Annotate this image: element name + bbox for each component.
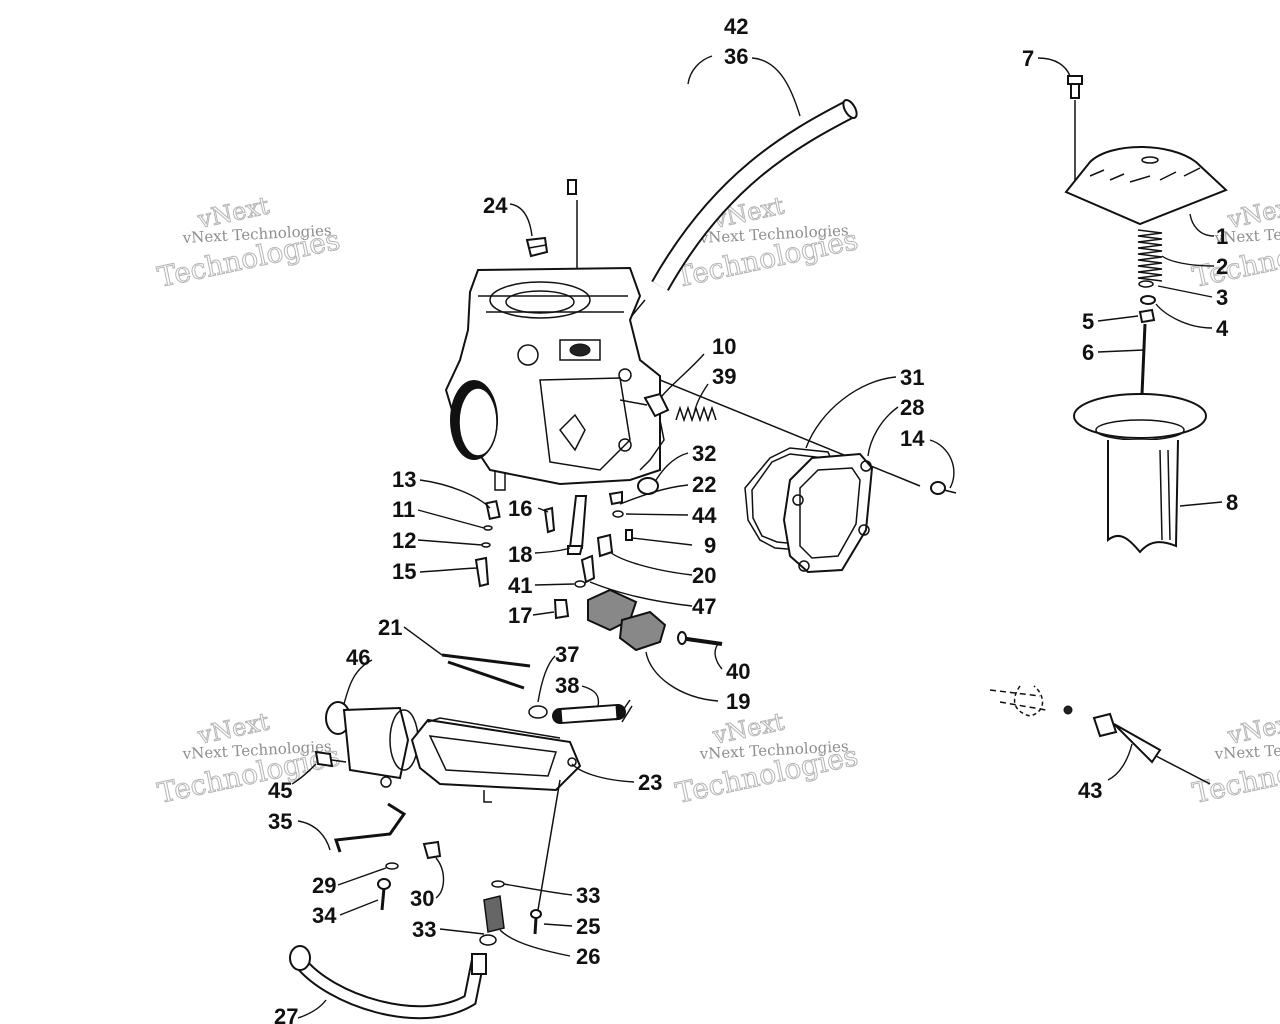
watermark-right-top: vNext vNext Technologies Technologies <box>1189 191 1280 294</box>
callout-23: 23 <box>638 770 662 795</box>
callout-26: 26 <box>576 944 600 969</box>
callout-20: 20 <box>692 563 716 588</box>
callout-31: 31 <box>900 365 924 390</box>
callout-8: 8 <box>1226 490 1238 515</box>
callout-1: 1 <box>1216 224 1228 249</box>
callout-46: 46 <box>346 645 370 670</box>
callout-21: 21 <box>378 615 402 640</box>
callout-38: 38 <box>555 673 579 698</box>
callout-36: 36 <box>724 44 748 69</box>
bowl-drain-screw-part <box>530 779 561 935</box>
spring-part <box>659 379 921 487</box>
carburetor-body-part <box>444 266 665 491</box>
clip-part <box>441 653 531 690</box>
diaphragm-cap-part <box>1064 146 1228 226</box>
choke-plunger-part <box>325 701 419 788</box>
hose-clamp-part <box>528 705 548 719</box>
callout-7: 7 <box>1022 46 1034 71</box>
leader-lines <box>291 55 1223 1019</box>
callout-33-lower: 33 <box>412 917 436 942</box>
cover-plate-part <box>782 452 874 574</box>
callout-29: 29 <box>312 873 336 898</box>
spring-seat-part <box>1138 280 1156 305</box>
callout-4: 4 <box>1216 316 1229 341</box>
choke-cable-part <box>989 685 1211 785</box>
callout-22: 22 <box>692 472 716 497</box>
callout-33-upper: 33 <box>576 883 600 908</box>
idle-screw-part <box>619 392 670 418</box>
callout-37: 37 <box>555 642 579 667</box>
callout-44: 44 <box>692 503 717 528</box>
cover-screw-part <box>930 481 957 495</box>
callout-14: 14 <box>900 426 925 451</box>
callout-30: 30 <box>410 886 434 911</box>
watermark-left-bottom: vNext vNext Technologies Technologies <box>154 707 343 810</box>
throttle-slide-part <box>1073 393 1207 554</box>
boot-cap-part <box>525 236 549 258</box>
callout-16: 16 <box>508 496 532 521</box>
callout-35: 35 <box>268 809 292 834</box>
float-part <box>587 588 723 652</box>
callout-18: 18 <box>508 542 532 567</box>
callout-42: 42 <box>724 14 748 39</box>
callout-19: 19 <box>726 689 750 714</box>
callout-24: 24 <box>483 193 508 218</box>
callout-47: 47 <box>692 594 716 619</box>
callout-3: 3 <box>1216 285 1228 310</box>
drain-plug-part <box>422 840 442 860</box>
callout-17: 17 <box>508 603 532 628</box>
callout-9: 9 <box>704 533 716 558</box>
callout-10: 10 <box>712 334 736 359</box>
callout-11: 11 <box>392 497 415 522</box>
watermark-center-top: vNext vNext Technologies Technologies <box>672 191 861 294</box>
bowl-screw-part <box>377 862 399 911</box>
callout-45: 45 <box>268 778 292 803</box>
callout-28: 28 <box>900 395 924 420</box>
callout-6: 6 <box>1082 340 1094 365</box>
watermark-right-bottom: vNext vNext Technologies Technologies <box>1189 707 1280 810</box>
callout-25: 25 <box>576 914 600 939</box>
callout-34: 34 <box>312 903 337 928</box>
watermark-center-bottom: vNext vNext Technologies Technologies <box>672 707 861 810</box>
callout-40: 40 <box>726 659 750 684</box>
watermark-left-top: vNext vNext Technologies Technologies <box>154 191 343 294</box>
float-bowl-part <box>410 717 582 803</box>
pilot-screw-part <box>314 750 347 768</box>
drain-hose-part <box>552 699 633 724</box>
callout-13: 13 <box>392 467 416 492</box>
callout-5: 5 <box>1082 309 1094 334</box>
small-jets-parts <box>474 490 633 620</box>
callout-39: 39 <box>712 364 736 389</box>
callout-12: 12 <box>392 528 416 553</box>
callout-2: 2 <box>1216 254 1228 279</box>
callout-labels: 42 36 24 10 39 31 28 14 32 22 44 9 20 47… <box>268 14 1238 1024</box>
callout-43: 43 <box>1078 778 1102 803</box>
slide-spring-part <box>1137 229 1163 282</box>
callout-32: 32 <box>692 441 716 466</box>
needle-clip-part <box>1138 308 1156 324</box>
callout-41: 41 <box>508 573 532 598</box>
callout-15: 15 <box>392 559 416 584</box>
callout-27: 27 <box>274 1004 298 1024</box>
wire-bracket-part <box>333 802 411 853</box>
fuel-line-part <box>289 945 487 1020</box>
main-jet-spring-part <box>479 880 505 946</box>
top-screw-part <box>1067 75 1083 190</box>
